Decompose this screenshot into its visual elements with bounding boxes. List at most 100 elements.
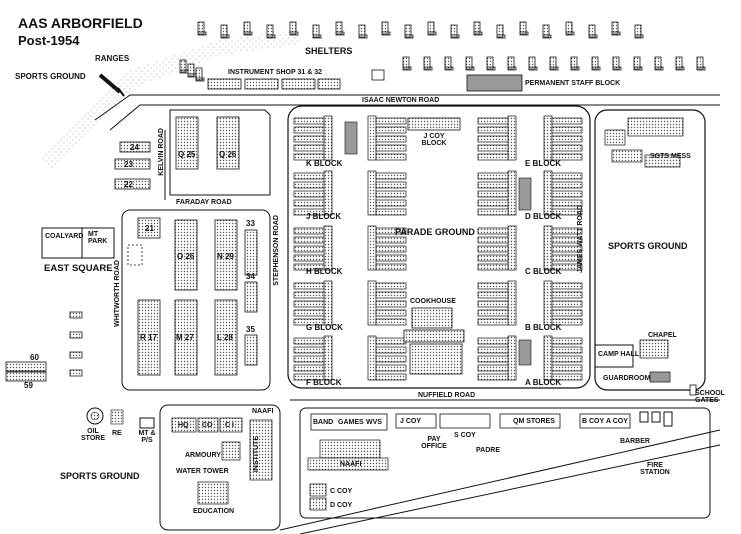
label-sports-ground-nw: SPORTS GROUND bbox=[15, 72, 86, 81]
label-faraday-road: FARADAY ROAD bbox=[176, 199, 232, 206]
shelter-hut bbox=[473, 21, 483, 36]
barrack-spine bbox=[507, 225, 517, 271]
barrack-wing bbox=[477, 291, 509, 299]
barrack-spine bbox=[323, 225, 333, 271]
shelter-hut bbox=[187, 63, 197, 78]
barrack-wing bbox=[375, 227, 407, 235]
label-instrument-shop: INSTRUMENT SHOP 31 & 32 bbox=[228, 69, 323, 76]
barrack-spine bbox=[543, 170, 553, 216]
barrack-wing bbox=[551, 190, 583, 198]
barrack-wing bbox=[551, 199, 583, 207]
label-kelvin-road: KELVIN ROAD bbox=[158, 128, 165, 176]
barrack-wing bbox=[293, 282, 325, 290]
shelter-hut bbox=[423, 56, 433, 71]
barrack-wing bbox=[375, 291, 407, 299]
barrack-wing bbox=[293, 126, 325, 134]
label-n29: N 29 bbox=[217, 252, 234, 261]
label-sports-ground-sw: SPORTS GROUND bbox=[60, 471, 140, 481]
barrack-wing bbox=[551, 346, 583, 354]
shelter-hut bbox=[570, 56, 580, 71]
label-band: BAND bbox=[313, 419, 334, 426]
barrack-wing bbox=[293, 144, 325, 152]
label-naafi-small: NAAFI bbox=[252, 408, 274, 415]
label-education: EDUCATION bbox=[193, 508, 235, 515]
barrack-wing bbox=[551, 291, 583, 299]
label-pay-office: PAY OFFICE bbox=[421, 436, 447, 450]
shelter-hut bbox=[507, 56, 517, 71]
shelter-hut bbox=[496, 24, 506, 39]
barrack-wing bbox=[293, 190, 325, 198]
label-co: CO bbox=[202, 422, 213, 429]
label-permanent-staff-block: PERMANENT STAFF BLOCK bbox=[525, 80, 621, 87]
shelter-hut bbox=[465, 56, 475, 71]
embankment bbox=[40, 30, 300, 170]
barrack-wing bbox=[293, 245, 325, 253]
label-h-block: H BLOCK bbox=[306, 267, 343, 276]
label-59: 59 bbox=[24, 381, 33, 390]
label-d-coy: D COY bbox=[330, 502, 353, 509]
barrack-wing bbox=[293, 153, 325, 161]
label-oil-store: OIL STORE bbox=[81, 428, 105, 442]
barrack-spine bbox=[543, 225, 553, 271]
label-33: 33 bbox=[246, 219, 255, 228]
shelter-hut bbox=[654, 56, 664, 71]
barrack-wing bbox=[551, 126, 583, 134]
label-james-watt-road: JAMES WATT ROAD bbox=[577, 205, 584, 273]
label-22: 22 bbox=[124, 180, 133, 189]
barrack-wing bbox=[293, 300, 325, 308]
barrack-spine bbox=[323, 115, 333, 161]
label-naafi: NAAFI bbox=[340, 461, 362, 468]
barrack-wing bbox=[477, 355, 509, 363]
shelters-group bbox=[179, 21, 706, 82]
shelter-hut bbox=[611, 21, 621, 36]
barrack-wing bbox=[375, 373, 407, 381]
label-34: 34 bbox=[246, 272, 255, 281]
barrack-wing bbox=[477, 309, 509, 317]
shelter-hut bbox=[381, 21, 391, 36]
shelter-hut bbox=[402, 56, 412, 71]
barrack-spine bbox=[507, 280, 517, 326]
label-o26: O 26 bbox=[177, 252, 195, 261]
barrack-wing bbox=[375, 190, 407, 198]
label-cookhouse: COOKHOUSE bbox=[410, 298, 456, 305]
label-coalyard: COALYARD bbox=[45, 233, 84, 240]
barrack-wing bbox=[477, 190, 509, 198]
shelter-hut bbox=[542, 24, 552, 39]
barrack-wing bbox=[375, 126, 407, 134]
barrack-wing bbox=[375, 309, 407, 317]
barrack-wing bbox=[477, 117, 509, 125]
barrack-wing bbox=[293, 291, 325, 299]
barrack-wing bbox=[477, 172, 509, 180]
barrack-wing bbox=[551, 181, 583, 189]
barrack-spine bbox=[543, 280, 553, 326]
label-barber: BARBER bbox=[620, 438, 650, 445]
label-whitworth-road: WHITWORTH ROAD bbox=[114, 260, 121, 327]
label-b-coy: B COY bbox=[582, 418, 605, 425]
label-c-block: C BLOCK bbox=[525, 267, 562, 276]
barrack-wing bbox=[477, 373, 509, 381]
barrack-wing bbox=[375, 181, 407, 189]
barrack-wing bbox=[293, 254, 325, 262]
barrack-spine bbox=[507, 115, 517, 161]
label-b-block: B BLOCK bbox=[525, 323, 562, 332]
label-wvs: WVS bbox=[366, 419, 382, 426]
barrack-wing bbox=[477, 236, 509, 244]
label-c-coy: C COY bbox=[330, 488, 353, 495]
barrack-wing bbox=[293, 199, 325, 207]
label-ci: C I bbox=[225, 422, 234, 429]
barrack-spine bbox=[367, 225, 377, 271]
barrack-wing bbox=[477, 254, 509, 262]
label-padre: PADRE bbox=[476, 447, 500, 454]
label-g-block: G BLOCK bbox=[306, 323, 343, 332]
barrack-wing bbox=[551, 245, 583, 253]
barrack-wing bbox=[551, 153, 583, 161]
barrack-wing bbox=[477, 245, 509, 253]
barrack-wing bbox=[375, 355, 407, 363]
shelter-hut bbox=[634, 24, 644, 39]
barrack-wing bbox=[477, 144, 509, 152]
barrack-wing bbox=[375, 153, 407, 161]
shelter-hut bbox=[565, 21, 575, 36]
shelter-hut bbox=[549, 56, 559, 71]
barrack-wing bbox=[375, 135, 407, 143]
